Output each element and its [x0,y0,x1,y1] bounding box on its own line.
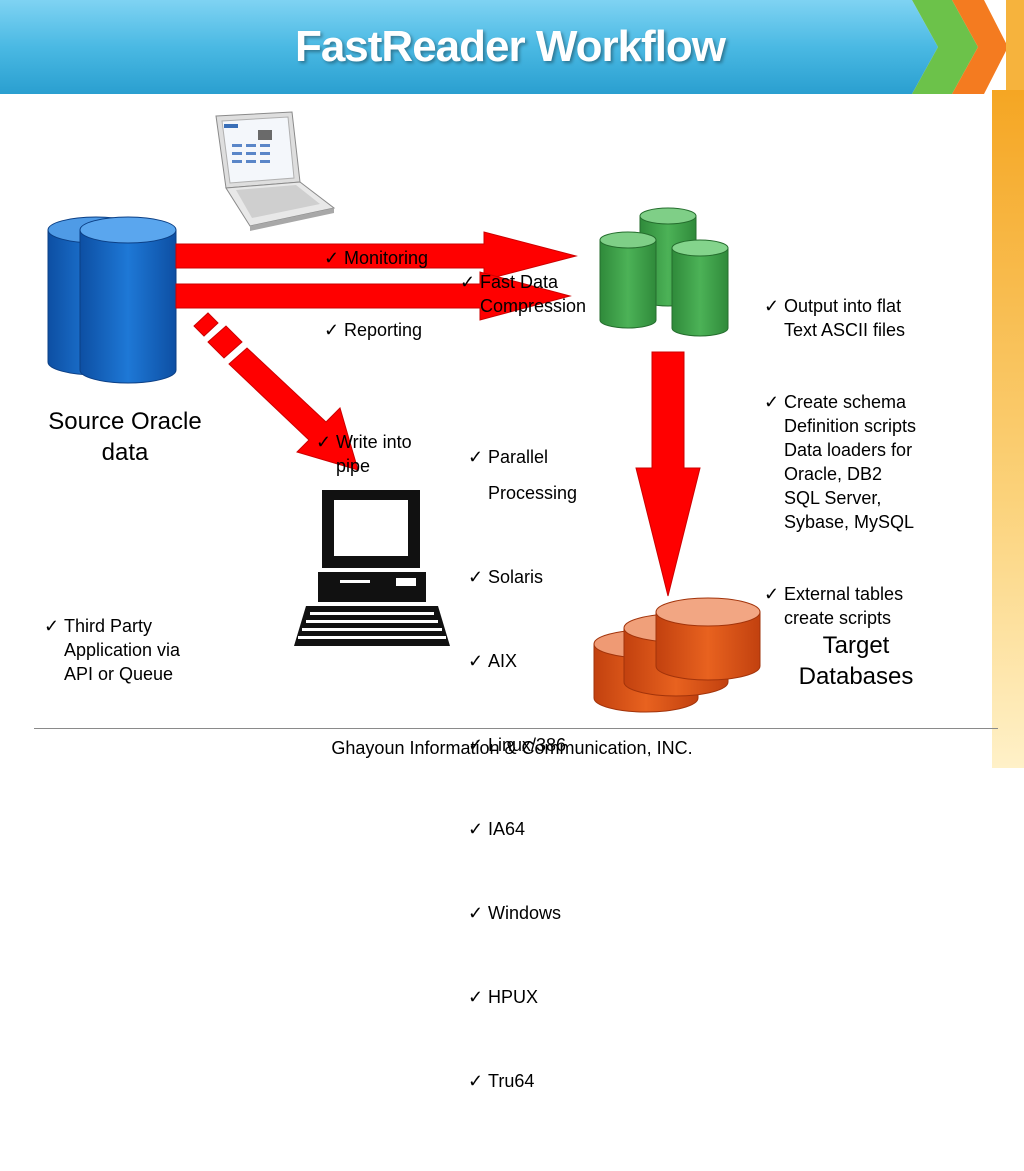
list-item: Create schema Definition scripts Data lo… [764,390,916,534]
title-bar [0,0,1024,94]
workflow-diagram [47,111,761,713]
list-item: Windows [468,895,577,931]
list-item: Parallel Processing [468,439,577,511]
third-party-list: Third Party Application via API or Queue [44,518,180,758]
slide-title: FastReader Workflow [294,22,726,71]
chevron-green-icon [912,0,978,94]
target-databases-label: Target Databases [798,632,914,690]
list-item: Monitoring [324,246,428,270]
outputs-list: Output into flat Text ASCII files Create… [764,198,916,702]
list-item: Solaris [468,559,577,595]
list-item: Tru64 [468,1063,577,1099]
target-database-icon [593,597,761,713]
footer-company: Ghayoun Information & Communication, INC… [331,738,693,758]
chevron-orange-icon [952,0,1008,94]
arrow-to-target [635,351,701,597]
staging-database-icon [599,207,729,337]
monitoring-list: Monitoring Reporting [324,150,428,414]
source-database-icon [47,216,177,384]
list-item: AIX [468,643,577,679]
list-item: Third Party Application via API or Queue [44,614,180,686]
list-item: External tables create scripts [764,582,916,630]
source-oracle-label: Source Oracle data [48,408,202,466]
list-item: IA64 [468,811,577,847]
compression-list: Fast Data Compression [460,174,586,390]
list-item: Write into pipe [316,430,412,478]
list-item: Output into flat Text ASCII files [764,294,916,342]
list-item: Reporting [324,318,428,342]
desktop-computer-icon [294,490,450,646]
pipe-list: Write into pipe [316,334,412,550]
laptop-icon [215,111,336,231]
footer-divider [34,728,998,729]
list-item: Fast Data Compression [460,270,586,318]
title-banner [0,0,938,94]
list-item: HPUX [468,979,577,1015]
side-accent-strip [992,90,1024,768]
list-item: Linux/386 [468,727,577,763]
